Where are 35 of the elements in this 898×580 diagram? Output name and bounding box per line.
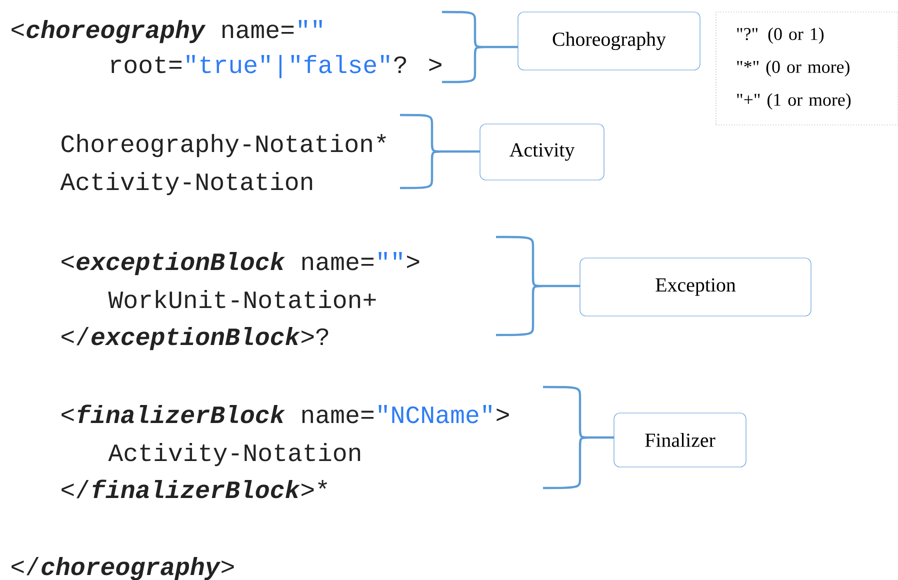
code-text: > [496, 408, 509, 422]
code-text: "true"|"false" [186, 54, 390, 78]
label-box: Finalizer [614, 412, 746, 468]
code-text: root= [111, 56, 182, 74]
code-text: WorkUnit-Notation+ [108, 290, 376, 308]
code-text: choreography [26, 20, 206, 44]
note-box: "?" (0 or 1) "*" (0 or more) "+" (1 or more) [716, 12, 898, 126]
code-text: < [62, 408, 74, 422]
code-text: Choreography-Notation* [62, 134, 386, 158]
code-text: ? > [394, 56, 442, 73]
label-box: Choreography [518, 12, 700, 70]
code-text: exceptionBlock [92, 326, 300, 350]
code-text: finalizerBlock [92, 480, 300, 498]
code-text: name= [302, 256, 374, 270]
code-text: "" [298, 20, 322, 28]
code-text: </ [62, 326, 89, 346]
label-box: Activity [480, 124, 604, 180]
code-text: > [222, 560, 234, 574]
code-text: > [407, 255, 420, 268]
code-text: < [12, 23, 24, 36]
code-text: choreography [42, 556, 221, 580]
code-text: exceptionBlock [76, 252, 285, 276]
code-text: name= [302, 410, 374, 424]
code-text: "NCName" [378, 404, 492, 424]
code-text: < [62, 255, 74, 268]
code-text: </ [62, 480, 89, 498]
code-text: Activity-Notation [60, 172, 312, 196]
label-box: Exception [580, 258, 812, 316]
code-text: </ [12, 556, 39, 576]
code-text: finalizerBlock [78, 404, 285, 424]
code-text: "" [378, 252, 402, 260]
code-text: Activity-Notation [108, 442, 360, 466]
code-text: >* [302, 480, 328, 496]
code-text: name= [222, 24, 294, 38]
code-text: >? [302, 328, 328, 345]
